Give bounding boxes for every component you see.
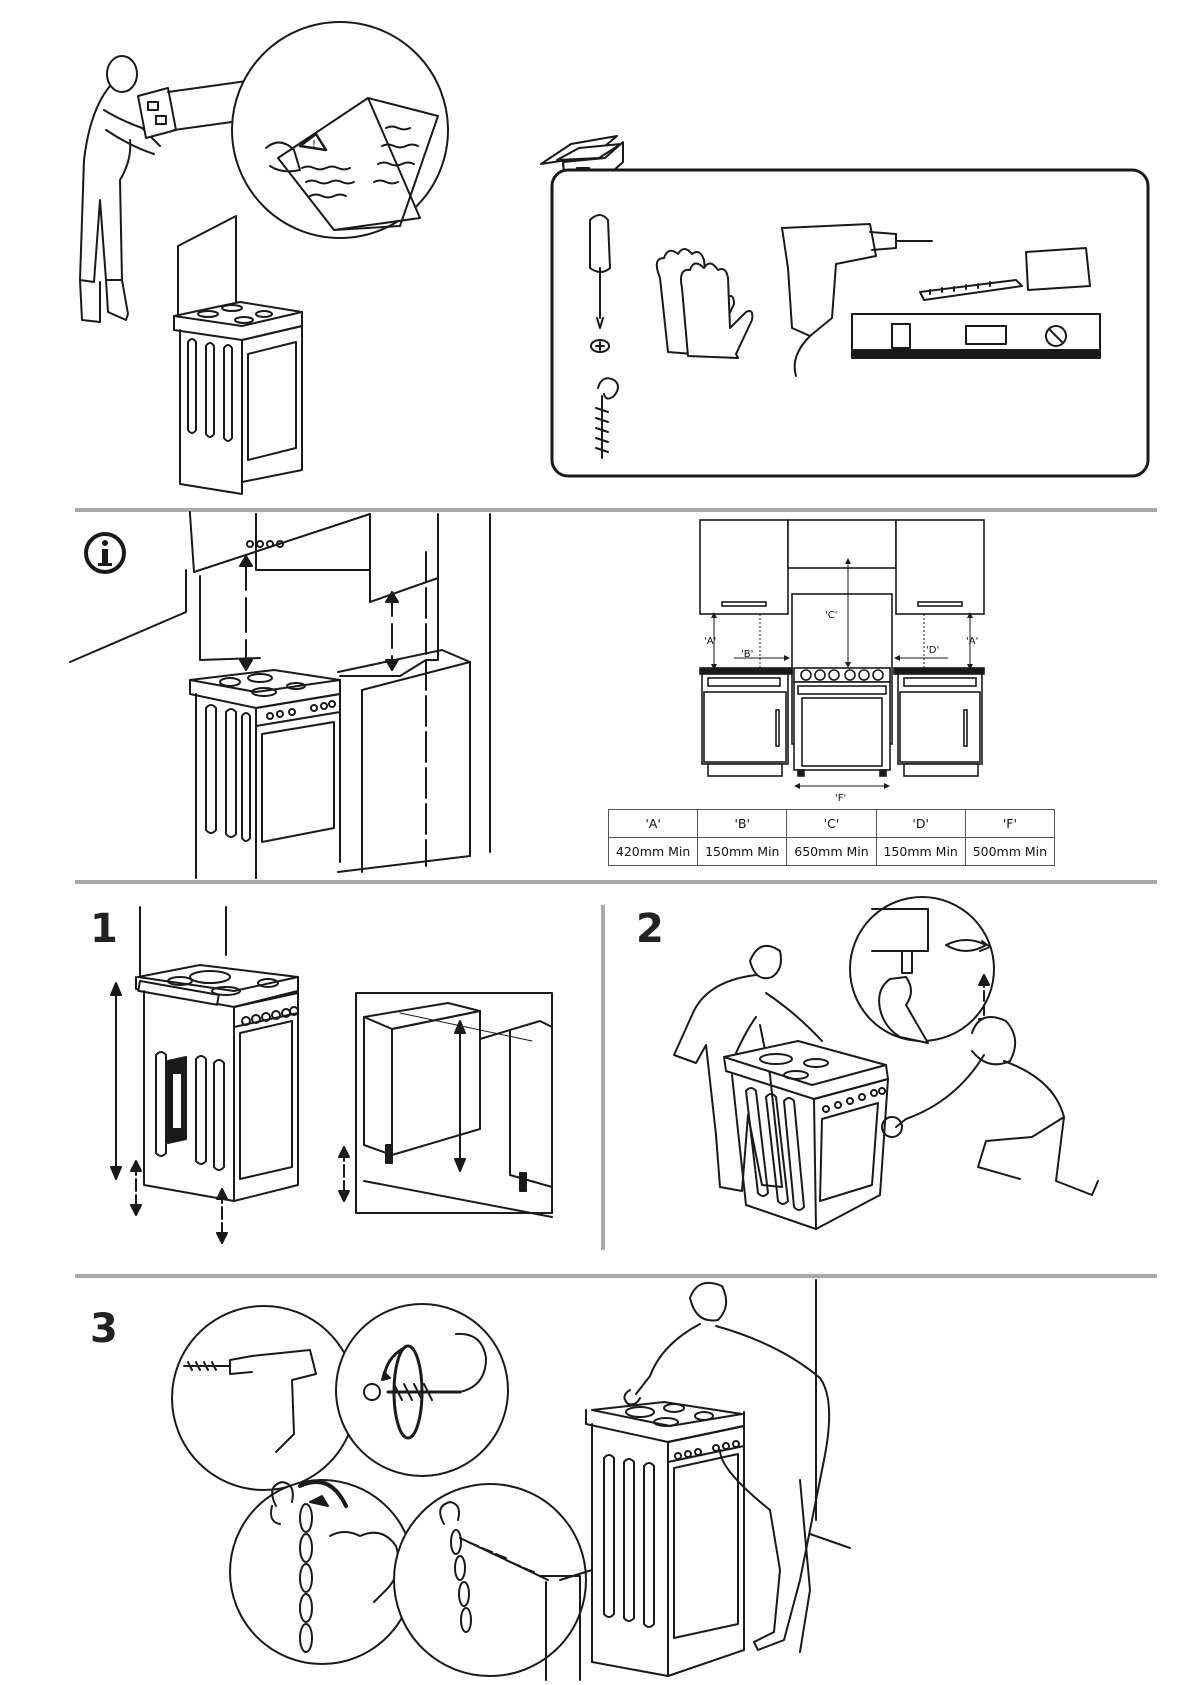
table-cell: 150mm Min [698, 838, 787, 866]
table-header-row: 'A' 'B' 'C' 'D' 'F' [609, 810, 1055, 838]
table-header-cell: 'D' [876, 810, 965, 838]
table-header-cell: 'F' [965, 810, 1054, 838]
clearance-table: 'A' 'B' 'C' 'D' 'F' 420mm Min 150mm Min … [608, 809, 1055, 866]
table-cell: 150mm Min [876, 838, 965, 866]
table-row: 420mm Min 150mm Min 650mm Min 150mm Min … [609, 838, 1055, 866]
man-reading-manual-illustration: ! [70, 50, 550, 490]
spirit-level-icon [852, 314, 1100, 358]
section-divider-3 [75, 1274, 1157, 1278]
table-header-cell: 'C' [787, 810, 876, 838]
table-cell: 500mm Min [965, 838, 1054, 866]
table-cell: 420mm Min [609, 838, 698, 866]
clearance-front-diagram [698, 518, 988, 808]
step-number-3: 3 [90, 1306, 118, 1352]
two-people-tilting-cooker-illustration [666, 905, 1156, 1250]
table-header-cell: 'A' [609, 810, 698, 838]
svg-text:!: ! [312, 139, 316, 150]
cooker-in-kitchen-illustration [70, 512, 540, 882]
section-divider-2 [75, 880, 1157, 884]
step-divider-vertical [601, 905, 605, 1250]
step-number-2: 2 [636, 906, 664, 952]
label-a-left: 'A' [704, 636, 716, 647]
label-a-right: 'A' [966, 636, 978, 647]
label-d: 'D' [926, 645, 939, 656]
table-header-cell: 'B' [698, 810, 787, 838]
label-f: 'F' [835, 793, 846, 804]
cooker-levelling-illustration [100, 905, 560, 1250]
tools-panel [550, 168, 1150, 478]
anti-tilt-chain-illustration [160, 1280, 1150, 1685]
label-b: 'B' [741, 649, 753, 660]
label-c: 'C' [825, 610, 837, 621]
table-cell: 650mm Min [787, 838, 876, 866]
